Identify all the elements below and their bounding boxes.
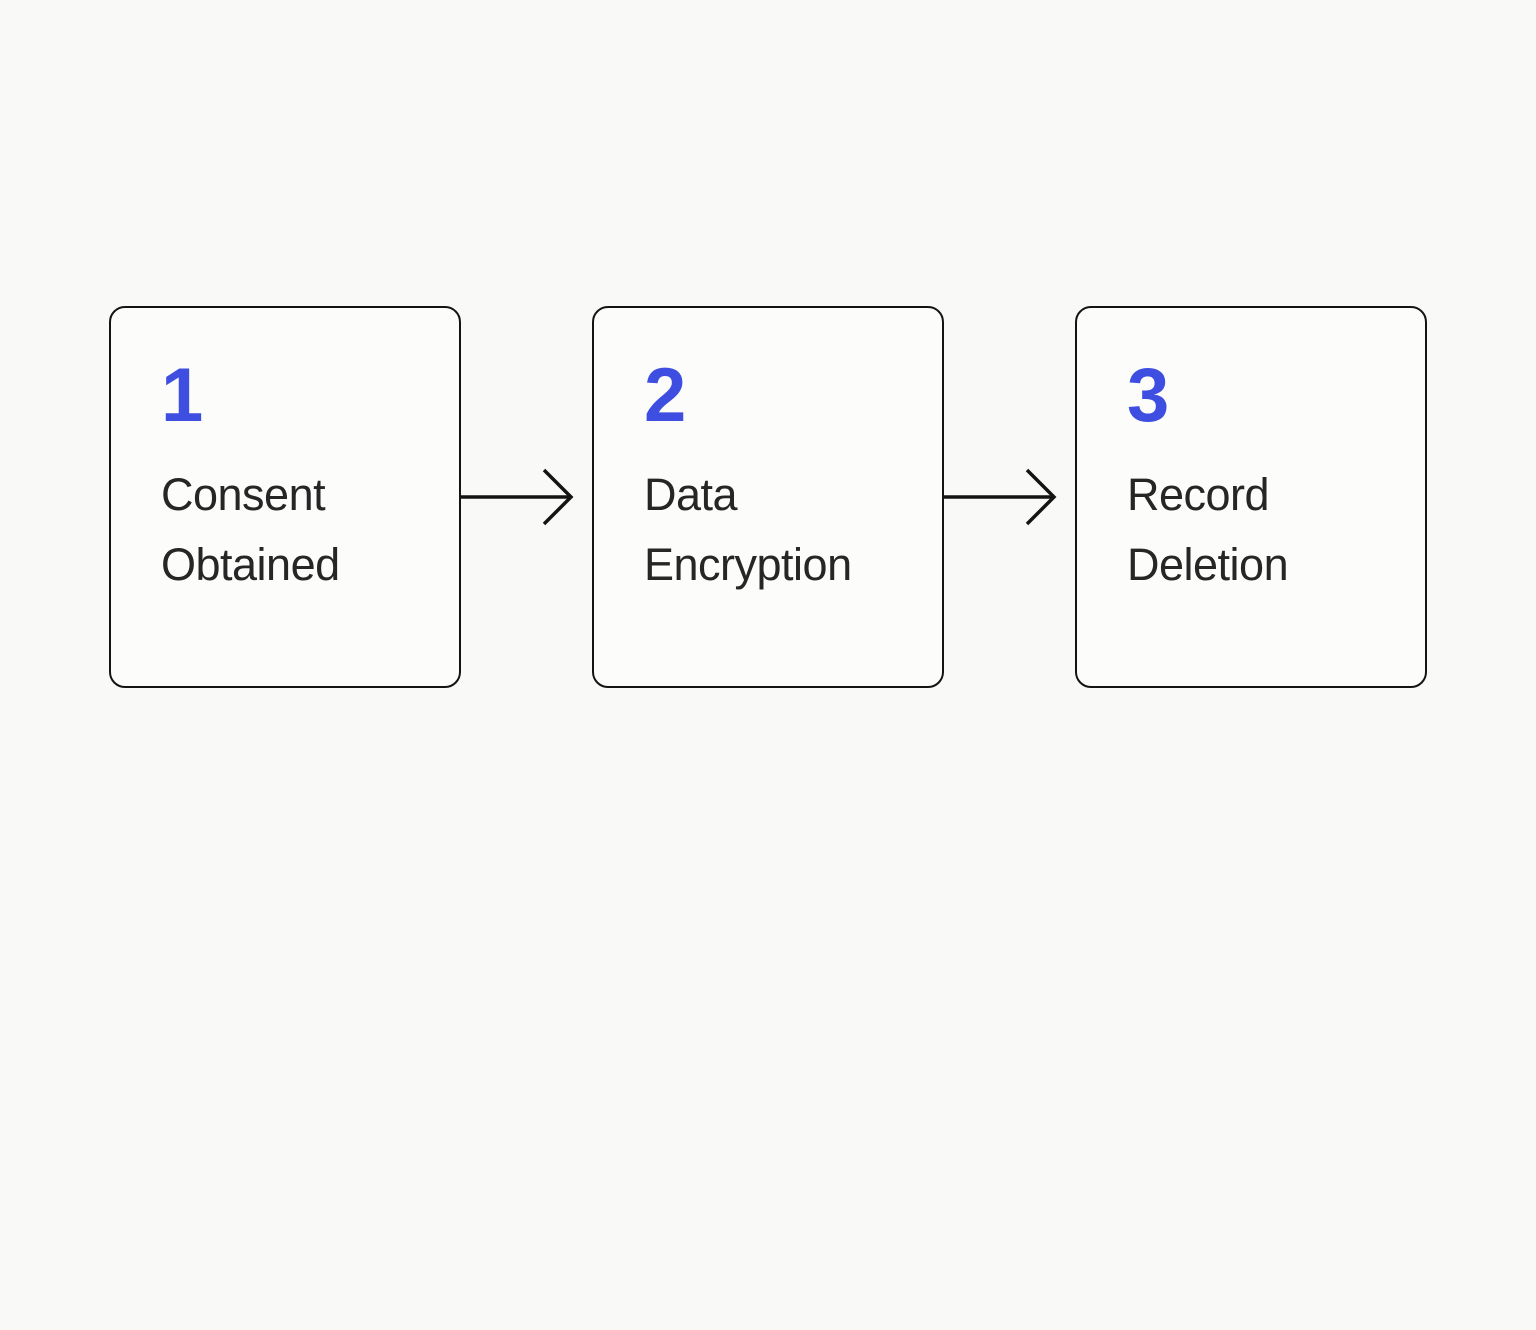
step-number: 1 bbox=[161, 353, 203, 438]
arrow-right-icon bbox=[944, 468, 1057, 526]
step-label: Consent Obtained bbox=[161, 469, 340, 590]
step-box-data-encryption: 2 Data Encryption bbox=[592, 306, 944, 688]
step-number: 3 bbox=[1127, 353, 1169, 438]
step-label: Data Encryption bbox=[644, 469, 852, 590]
arrow-right-icon bbox=[461, 468, 574, 526]
flow-diagram: 1 Consent Obtained 2 Data Encryption 3 R… bbox=[0, 306, 1536, 688]
step-label: Record Deletion bbox=[1127, 469, 1289, 590]
step-number: 2 bbox=[644, 353, 686, 438]
step-box-consent-obtained: 1 Consent Obtained bbox=[109, 306, 461, 688]
step-box-record-deletion: 3 Record Deletion bbox=[1075, 306, 1427, 688]
